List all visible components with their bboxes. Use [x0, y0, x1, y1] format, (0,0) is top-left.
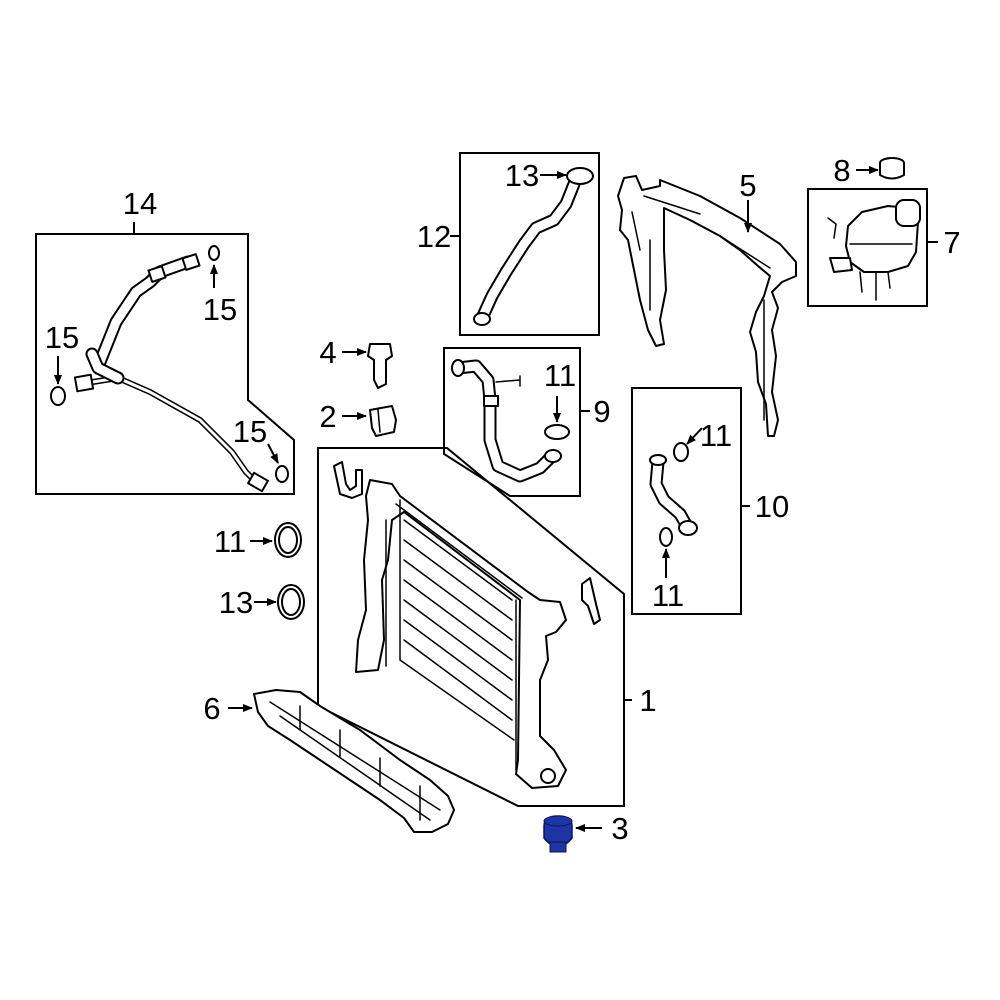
o-ring-15c [275, 465, 289, 483]
coolant-hose-10 [649, 454, 698, 536]
part-group-9[interactable]: 9 11 [443, 347, 611, 497]
group-9-frame [443, 347, 581, 497]
callout-13b: 13 [219, 585, 253, 620]
callout-15b: 15 [45, 320, 79, 355]
group-12-frame [459, 152, 600, 336]
callout-11b: 11 [700, 418, 732, 453]
callout-11c: 11 [652, 578, 684, 613]
callout-6: 6 [203, 691, 220, 726]
callout-3: 3 [611, 811, 628, 846]
part-5-radiator-support[interactable]: 5 [617, 168, 797, 437]
part-3-drain-plug[interactable]: 3 [543, 811, 629, 853]
part-6-air-guide[interactable]: 6 [203, 689, 455, 833]
callout-11d: 11 [214, 524, 246, 559]
bracket-right [581, 577, 601, 625]
expansion-tank [827, 199, 921, 301]
o-ring-11c [659, 527, 673, 547]
callout-15c: 15 [233, 414, 267, 449]
part-4-fastener[interactable]: 4 [319, 335, 393, 389]
drain-plug-cap [543, 815, 573, 827]
drain-plug-stem [549, 841, 567, 853]
coolant-hose-9 [451, 359, 562, 483]
part-2-nut[interactable]: 2 [319, 399, 397, 437]
upper-radiator-hose [473, 167, 594, 326]
part-group-12[interactable]: 12 13 [417, 152, 600, 336]
o-ring-11a [544, 424, 570, 440]
callout-8: 8 [833, 153, 850, 188]
part-13-seal[interactable]: 13 [219, 584, 305, 620]
o-ring-11b [673, 442, 689, 462]
callout-4: 4 [319, 335, 336, 370]
support-outline [617, 175, 797, 437]
part-8-tank-cap[interactable]: 8 [833, 153, 905, 188]
callout-10: 10 [755, 489, 789, 524]
part-group-10[interactable]: 10 11 11 [631, 387, 789, 615]
group-14-frame [35, 233, 295, 495]
bracket-left [333, 461, 363, 499]
callout-9: 9 [593, 394, 610, 429]
leader-11b [686, 427, 703, 445]
part-group-7[interactable]: 7 [807, 188, 961, 307]
o-ring-15b [50, 386, 66, 406]
callout-11a: 11 [544, 358, 576, 393]
part-group-14[interactable]: 14 15 15 15 [35, 186, 295, 495]
group-7-frame [807, 188, 928, 307]
callout-1: 1 [639, 683, 656, 718]
coolant-pipe [73, 253, 269, 493]
callout-14: 14 [123, 186, 157, 221]
callout-12: 12 [417, 219, 451, 254]
callout-13a: 13 [505, 158, 539, 193]
callout-5: 5 [739, 168, 756, 203]
o-ring-15a [208, 245, 220, 261]
radiator-core [355, 479, 567, 789]
callout-2: 2 [319, 399, 336, 434]
group-10-frame [631, 387, 742, 615]
callout-15a: 15 [203, 292, 237, 327]
leader-15c [267, 443, 279, 464]
part-11-seal[interactable]: 11 [214, 522, 302, 559]
callout-7: 7 [943, 225, 960, 260]
